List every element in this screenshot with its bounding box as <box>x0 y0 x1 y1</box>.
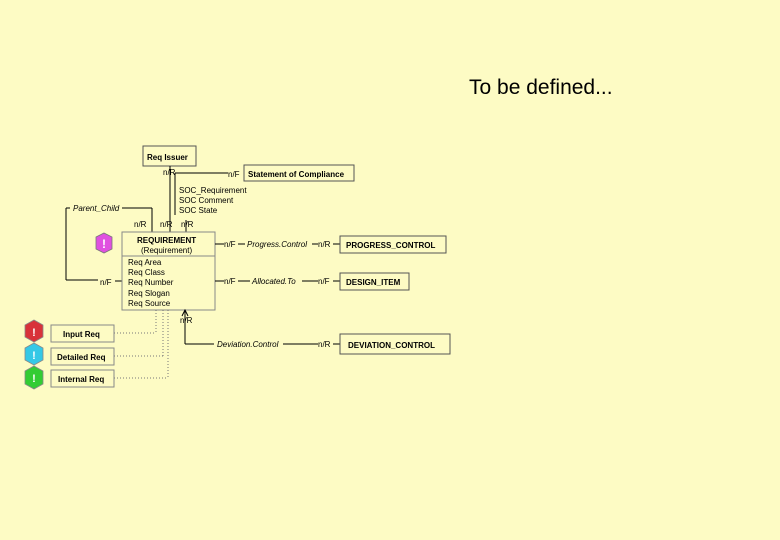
slide-note: To be defined... <box>469 76 613 99</box>
requirement-attr: Req Class <box>128 268 165 277</box>
req-issuer-label: Req Issuer <box>147 153 188 162</box>
statement-of-compliance-entity[interactable]: Statement of Compliance <box>243 164 355 182</box>
legend-internal-req[interactable]: ! Internal Req <box>24 365 115 390</box>
requirement-subtitle: (Requirement) <box>141 246 192 255</box>
requirement-attr: Req Source <box>128 299 171 308</box>
requirement-attr: Req Area <box>128 258 162 267</box>
legend-label: Internal Req <box>58 375 104 384</box>
cardinality-label: n/R <box>163 168 176 177</box>
cardinality-label: n/F <box>100 278 112 287</box>
soc-attr: SOC State <box>179 206 218 215</box>
cardinality-label: n/R <box>318 340 331 349</box>
cardinality-label: n/F <box>224 277 236 286</box>
deviation-control-link: Deviation.Control <box>217 340 279 349</box>
cardinality-label: n/F <box>228 170 240 179</box>
cardinality-label: n/R <box>160 220 173 229</box>
cardinality-label: n/F <box>318 277 330 286</box>
cardinality-label: n/R <box>181 220 194 229</box>
soc-attr: SOC_Requirement <box>179 186 247 195</box>
legend-icon: ! <box>32 373 36 385</box>
soc-label: Statement of Compliance <box>248 170 345 179</box>
legend-label: Input Req <box>63 330 100 339</box>
requirement-title: REQUIREMENT <box>137 236 196 245</box>
legend-icon: ! <box>32 327 36 339</box>
cardinality-label: n/R <box>134 220 147 229</box>
design-item-entity[interactable]: DESIGN_ITEM <box>339 272 410 291</box>
progress-control-entity[interactable]: PROGRESS_CONTROL <box>339 235 447 254</box>
svg-text:!: ! <box>102 237 106 251</box>
design-item-label: DESIGN_ITEM <box>346 278 401 287</box>
requirement-attr: Req Slogan <box>128 289 170 298</box>
requirement-entity[interactable]: REQUIREMENT (Requirement) Req Area Req C… <box>121 231 216 311</box>
legend-detailed-req[interactable]: ! Detailed Req <box>24 342 115 366</box>
requirement-attr: Req Number <box>128 278 174 287</box>
soc-attr: SOC Comment <box>179 196 234 205</box>
allocated-to-link: Allocated.To <box>251 277 296 286</box>
legend-icon: ! <box>32 350 36 362</box>
legend-input-req[interactable]: ! Input Req <box>24 319 115 343</box>
progress-control-link: Progress.Control <box>247 240 307 249</box>
req-issuer-entity[interactable]: Req Issuer <box>142 145 197 167</box>
cardinality-label: n/F <box>224 240 236 249</box>
soc-attributes: SOC_Requirement SOC Comment SOC State <box>179 186 247 215</box>
deviation-control-entity[interactable]: DEVIATION_CONTROL <box>339 333 451 355</box>
progress-control-label: PROGRESS_CONTROL <box>346 241 435 250</box>
cardinality-label: n/R <box>180 316 193 325</box>
legend-label: Detailed Req <box>57 353 106 362</box>
requirement-icon: ! <box>95 232 113 254</box>
parent-child-label: Parent_Child <box>73 204 120 213</box>
cardinality-label: n/R <box>318 240 331 249</box>
deviation-control-label: DEVIATION_CONTROL <box>348 341 435 350</box>
